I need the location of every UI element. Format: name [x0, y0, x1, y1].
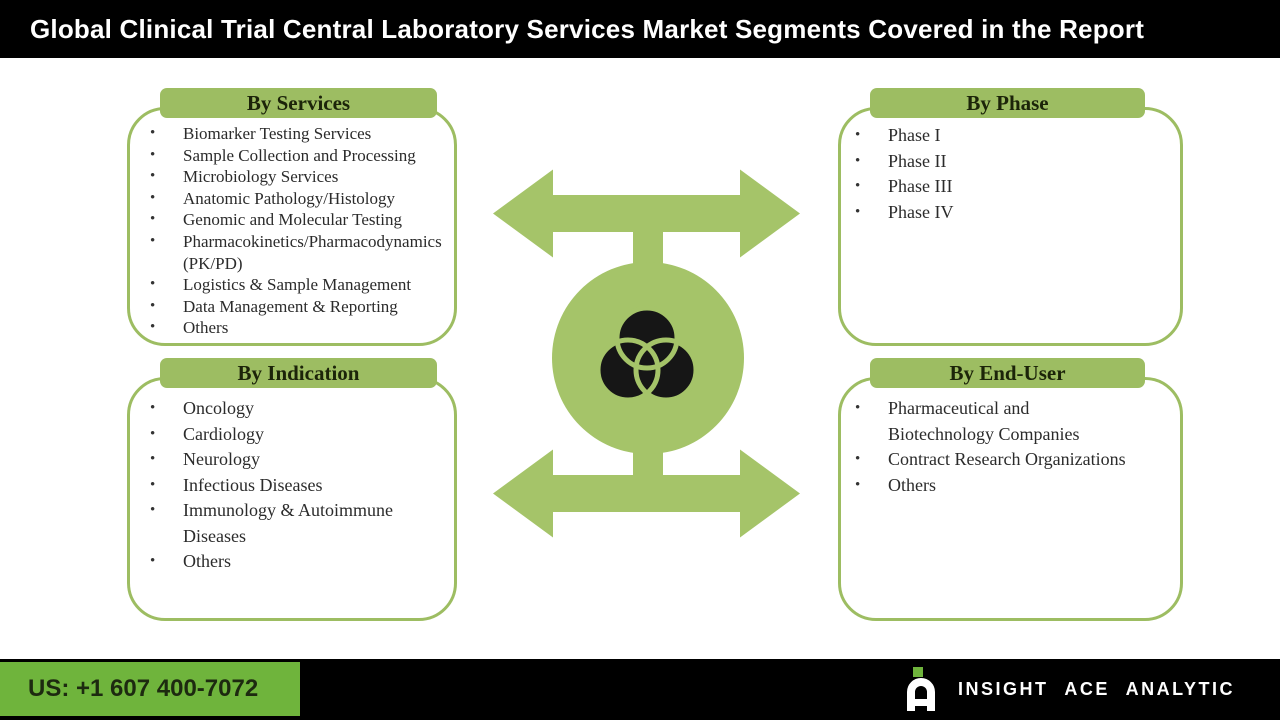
list-item-label: Logistics & Sample Management — [183, 275, 412, 295]
bullet-icon: • — [150, 476, 156, 493]
segment-title-indication: By Indication — [160, 358, 437, 388]
bullet-icon: • — [855, 400, 861, 416]
segment-box-enduser — [838, 377, 1183, 621]
list-item: • Oncology — [145, 396, 428, 422]
bullet-icon: • — [150, 232, 156, 249]
list-item-label: Biomarker Testing Services — [183, 124, 372, 143]
list-item: • Pharmaceutical and Biotechnology Compan… — [850, 396, 1133, 447]
list-item-label: Phase II — [888, 150, 947, 171]
bullet-icon: • — [150, 553, 156, 569]
list-item: • Biomarker Testing Services — [145, 123, 445, 145]
list-item: • Cardiology — [145, 422, 428, 448]
list-item-label: Genomic and Molecular Testing — [183, 210, 402, 230]
list-item-label: Sample Collection and Processing — [183, 145, 416, 165]
list-item-label: Others — [183, 318, 229, 338]
list-item: • Contract Research Organizations — [850, 447, 1133, 473]
bullet-icon: • — [150, 425, 156, 442]
bullet-icon: • — [150, 451, 156, 467]
list-item-label: Pharmacokinetics/Pharmacodynamics (PK/PD… — [183, 231, 442, 273]
bullet-icon: • — [855, 476, 861, 493]
list-item: • Phase I — [850, 123, 1150, 149]
segment-title-enduser: By End-User — [870, 358, 1145, 388]
list-item-label: Infectious Diseases — [183, 474, 323, 495]
phase-list: • Phase I • Phase II • Phase III • Phase IV — [850, 123, 1150, 225]
list-item-label: Neurology — [183, 449, 260, 469]
bullet-icon: • — [855, 451, 861, 467]
list-item: • Phase IV — [850, 200, 1150, 226]
title-bar: Global Clinical Trial Central Laboratory… — [0, 0, 1280, 58]
indication-list: • Oncology • Cardiology • Neurology • Infectiou… — [145, 396, 428, 575]
list-item: • Others — [850, 473, 1133, 499]
bullet-icon: • — [150, 319, 156, 336]
bullet-icon: • — [855, 178, 861, 194]
list-item: • Logistics & Sample Management — [145, 274, 445, 296]
connector-stem-top — [633, 210, 663, 270]
list-item: • Others — [145, 549, 428, 575]
list-item-label: Phase IV — [888, 201, 954, 222]
list-item-label: Phase I — [888, 125, 941, 145]
brand-logo-icon — [907, 667, 935, 711]
list-item-label: Oncology — [183, 398, 254, 418]
list-item-label: Others — [888, 474, 936, 495]
segment-box-phase — [838, 107, 1183, 346]
segment-title-phase: By Phase — [870, 88, 1145, 118]
list-item-label: Phase III — [888, 176, 953, 196]
list-item-label: Anatomic Pathology/Histology — [183, 188, 396, 208]
bullet-icon: • — [855, 203, 861, 220]
list-item-label: Pharmaceutical and Biotechnology Compani… — [888, 398, 1080, 444]
list-item-label: Others — [183, 551, 231, 571]
list-item: • Anatomic Pathology/Histology — [145, 188, 445, 210]
list-item: • Genomic and Molecular Testing — [145, 209, 445, 231]
list-item: • Immunology & Autoimmune Diseases — [145, 498, 428, 549]
services-list: • Biomarker Testing Services • Sample Colle… — [145, 123, 445, 339]
list-item-label: Immunology & Autoimmune Diseases — [183, 500, 393, 546]
list-item-label: Contract Research Organizations — [888, 449, 1126, 469]
list-item-label: Cardiology — [183, 423, 264, 444]
bullet-icon: • — [150, 276, 156, 293]
bullet-icon: • — [150, 502, 156, 518]
segment-box-indication — [127, 377, 457, 621]
bullet-icon: • — [855, 152, 861, 169]
list-item: • Data Management & Reporting — [145, 296, 445, 318]
bullet-icon: • — [855, 127, 861, 143]
list-item: • Phase III — [850, 174, 1150, 200]
list-item: • Others — [145, 317, 445, 339]
center-graphic — [493, 169, 800, 538]
list-item: • Infectious Diseases — [145, 473, 428, 499]
venn-3-circles-icon — [595, 305, 699, 403]
bullet-icon: • — [150, 125, 156, 141]
bullet-icon: • — [150, 168, 156, 185]
segment-title-services: By Services — [160, 88, 437, 118]
list-item: • Phase II — [850, 149, 1150, 175]
page-title: Global Clinical Trial Central Laboratory… — [30, 14, 1145, 44]
list-item: • Sample Collection and Processing — [145, 145, 445, 167]
list-item: • Microbiology Services — [145, 166, 445, 188]
enduser-list: • Pharmaceutical and Biotechnology Compan… — [850, 396, 1133, 498]
list-item-label: Data Management & Reporting — [183, 296, 398, 316]
bullet-icon: • — [150, 297, 156, 314]
brand-name: INSIGHT ACE ANALYTIC — [958, 679, 1236, 699]
bullet-icon: • — [150, 146, 156, 163]
list-item-label: Microbiology Services — [183, 167, 339, 187]
bullet-icon: • — [150, 211, 156, 228]
bullet-icon: • — [150, 189, 156, 206]
phone-badge: US: +1 607 400-7072 — [0, 662, 300, 716]
list-item: • Pharmacokinetics/Pharmacodynamics (PK/P… — [145, 231, 445, 274]
bullet-icon: • — [150, 400, 156, 416]
list-item: • Neurology — [145, 447, 428, 473]
